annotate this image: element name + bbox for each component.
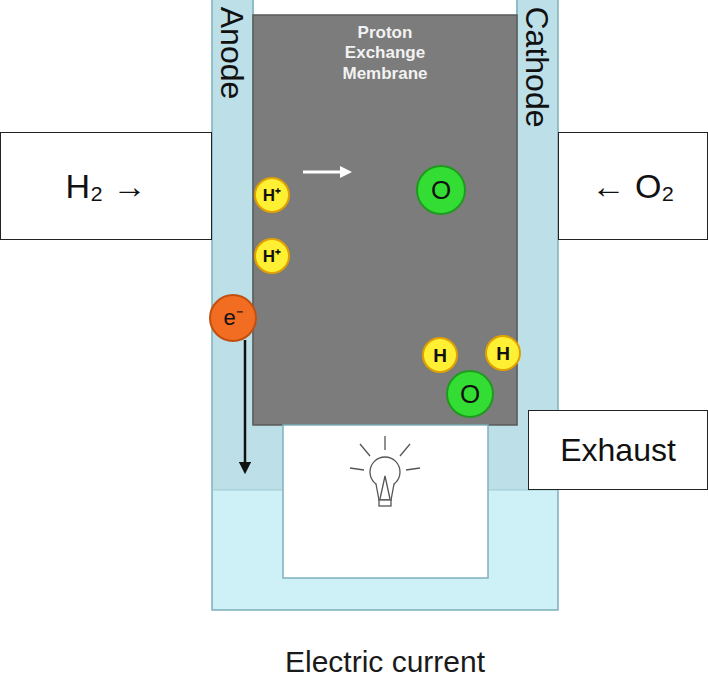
caption-label: Electric current	[285, 645, 485, 679]
particle-symbol: H⁺	[263, 187, 281, 204]
top-gap	[254, 0, 516, 15]
box-label: ← O₂	[591, 169, 674, 203]
bulb-base	[379, 500, 391, 506]
bulb-ray	[360, 444, 370, 456]
proton-flow-arrow	[303, 171, 346, 174]
bulb-ray	[384, 436, 385, 450]
membrane-box: Proton Exchange Membrane	[253, 15, 517, 425]
box-label: H₂ →	[65, 169, 146, 203]
proton-circle: H⁺	[254, 238, 290, 274]
output-box: Exhaust	[528, 410, 708, 490]
electron-circle: e⁻	[209, 294, 257, 342]
bulb-ray	[350, 468, 364, 470]
electrode-label: Cathode	[521, 6, 553, 127]
bulb-filament	[380, 476, 390, 499]
particle-symbol: H⁺	[263, 248, 281, 265]
bulb-neck	[376, 484, 394, 500]
particle-symbol: O	[460, 381, 480, 407]
particle-symbol: O	[431, 177, 451, 203]
hydrogen-circle: H	[485, 335, 521, 371]
particle-symbol: H	[496, 344, 510, 363]
electron-flow-arrow	[244, 340, 247, 468]
bulb-window	[283, 425, 488, 578]
input-box: ← O₂	[558, 132, 708, 240]
oxygen-circle: O	[416, 165, 466, 215]
bulb-ray	[400, 444, 410, 456]
bulb-ray	[406, 468, 420, 470]
particle-symbol: e⁻	[223, 307, 242, 329]
oxygen-circle: O	[446, 370, 494, 418]
box-label: Exhaust	[560, 434, 676, 466]
electrode-label: Anode	[216, 6, 248, 99]
cathode-band: Cathode	[517, 0, 558, 425]
particle-symbol: H	[433, 346, 447, 365]
proton-circle: H⁺	[254, 177, 290, 213]
hydrogen-circle: H	[422, 337, 458, 373]
membrane-label: Proton Exchange Membrane	[325, 23, 445, 84]
input-box: H₂ →	[0, 132, 212, 240]
membrane-body	[253, 15, 517, 425]
light-bulb	[350, 436, 420, 506]
anode-band: Anode	[212, 0, 253, 425]
electrode-frame	[212, 0, 558, 610]
bulb-glass	[370, 457, 400, 487]
